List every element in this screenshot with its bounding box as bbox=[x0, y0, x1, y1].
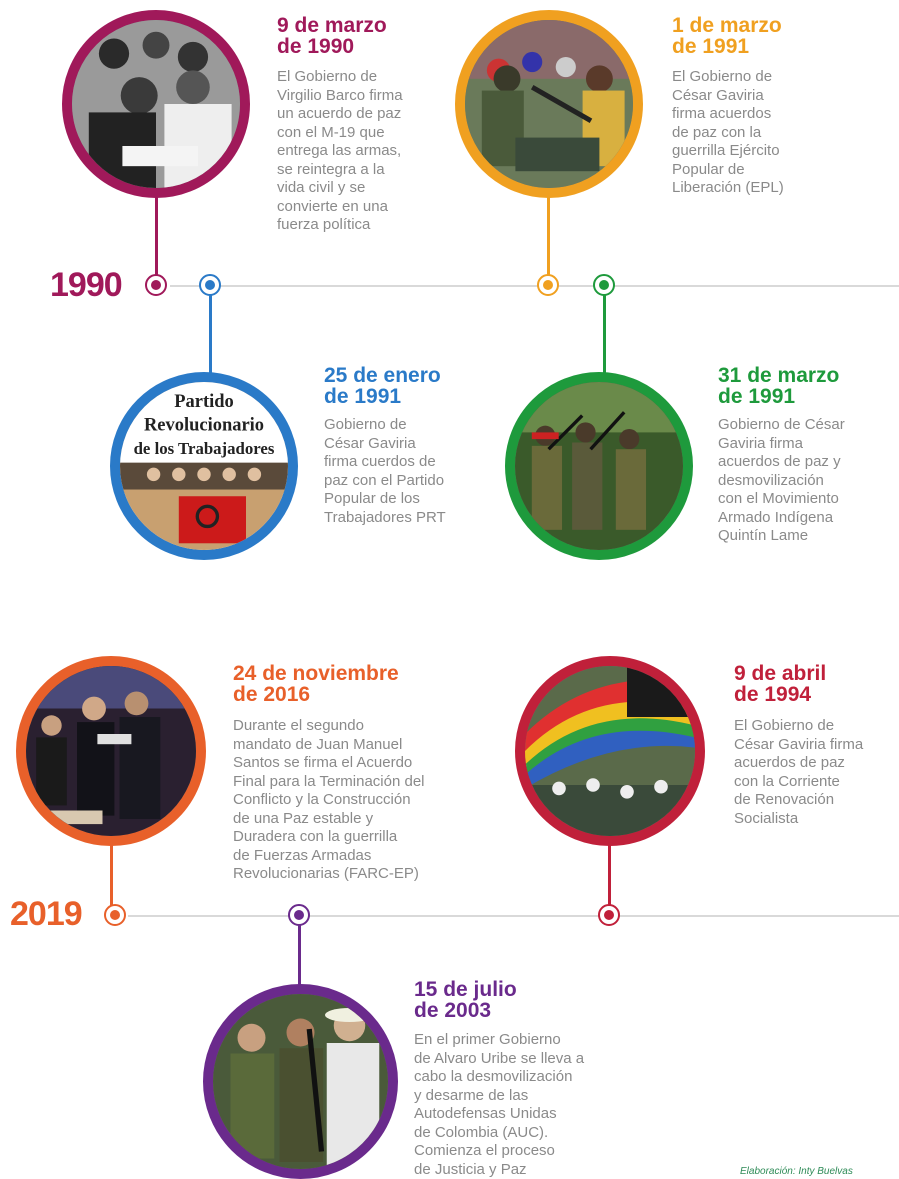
event-stem bbox=[603, 295, 606, 375]
year-label-1990: 1990 bbox=[50, 266, 123, 304]
event-photo-epl bbox=[455, 10, 643, 198]
timeline-dot bbox=[199, 274, 221, 296]
timeline-dot bbox=[288, 904, 310, 926]
timeline-line-1 bbox=[170, 285, 899, 287]
year-label-2019: 2019 bbox=[10, 895, 83, 933]
timeline-dot bbox=[598, 904, 620, 926]
event-photo-farc bbox=[16, 656, 206, 846]
banner-text-line1: Partido bbox=[174, 391, 234, 411]
event-stem bbox=[110, 844, 113, 906]
timeline-dot bbox=[593, 274, 615, 296]
event-photo-quintin-lame bbox=[505, 372, 693, 560]
event-photo-crs bbox=[515, 656, 705, 846]
banner-text-line3: de los Trabajadores bbox=[134, 439, 275, 458]
event-photo-m19 bbox=[62, 10, 250, 198]
event-stem bbox=[547, 196, 550, 276]
credit-text: Elaboración: Inty Buelvas bbox=[740, 1166, 853, 1177]
timeline-dot bbox=[537, 274, 559, 296]
banner-text-line2: Revolucionario bbox=[144, 415, 264, 435]
event-stem bbox=[155, 196, 158, 276]
event-stem bbox=[608, 844, 611, 906]
event-photo-auc bbox=[203, 984, 398, 1179]
event-stem bbox=[298, 925, 301, 987]
timeline-dot bbox=[104, 904, 126, 926]
event-photo-prt: Partido Revolucionario de los Trabajador… bbox=[110, 372, 298, 560]
event-stem bbox=[209, 295, 212, 375]
timeline-line-2 bbox=[128, 915, 899, 917]
timeline-dot bbox=[145, 274, 167, 296]
